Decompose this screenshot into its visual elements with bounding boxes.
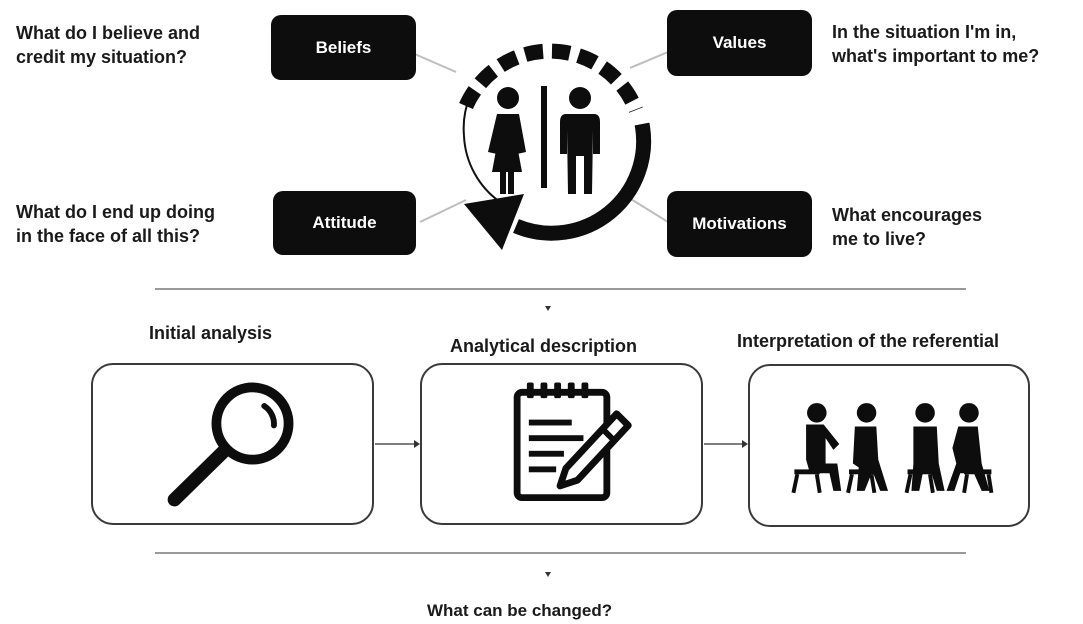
step-box-analytical-description — [420, 363, 703, 525]
notepad-pencil-icon — [513, 382, 632, 502]
step-label-interpretation: Interpretation of the referential — [737, 331, 1000, 351]
separator-arrow-top — [545, 306, 551, 311]
motivations-label: Motivations — [667, 191, 812, 257]
step-box-initial-analysis — [91, 363, 374, 525]
step-box-interpretation — [748, 364, 1030, 527]
attitude-label: Attitude — [273, 191, 416, 255]
values-question: In the situation I'm in, what's importan… — [832, 22, 1040, 66]
cycle-people-icon — [459, 43, 652, 250]
magnifier-icon — [167, 382, 294, 507]
step-label-initial-analysis: Initial analysis — [149, 323, 273, 343]
outcome-question: What can be changed? — [427, 601, 613, 620]
beliefs-question: What do I believe and credit my situatio… — [16, 23, 201, 67]
values-label: Values — [667, 10, 812, 76]
attitude-question: What do I end up doing in the face of al… — [16, 202, 215, 246]
step-label-analytical-description: Analytical description — [450, 336, 638, 356]
beliefs-label: Beliefs — [271, 15, 416, 80]
group-meeting-icon — [791, 403, 994, 494]
separator-arrow-bottom — [545, 572, 551, 577]
motivations-question: What encourages me to live? — [832, 205, 983, 249]
